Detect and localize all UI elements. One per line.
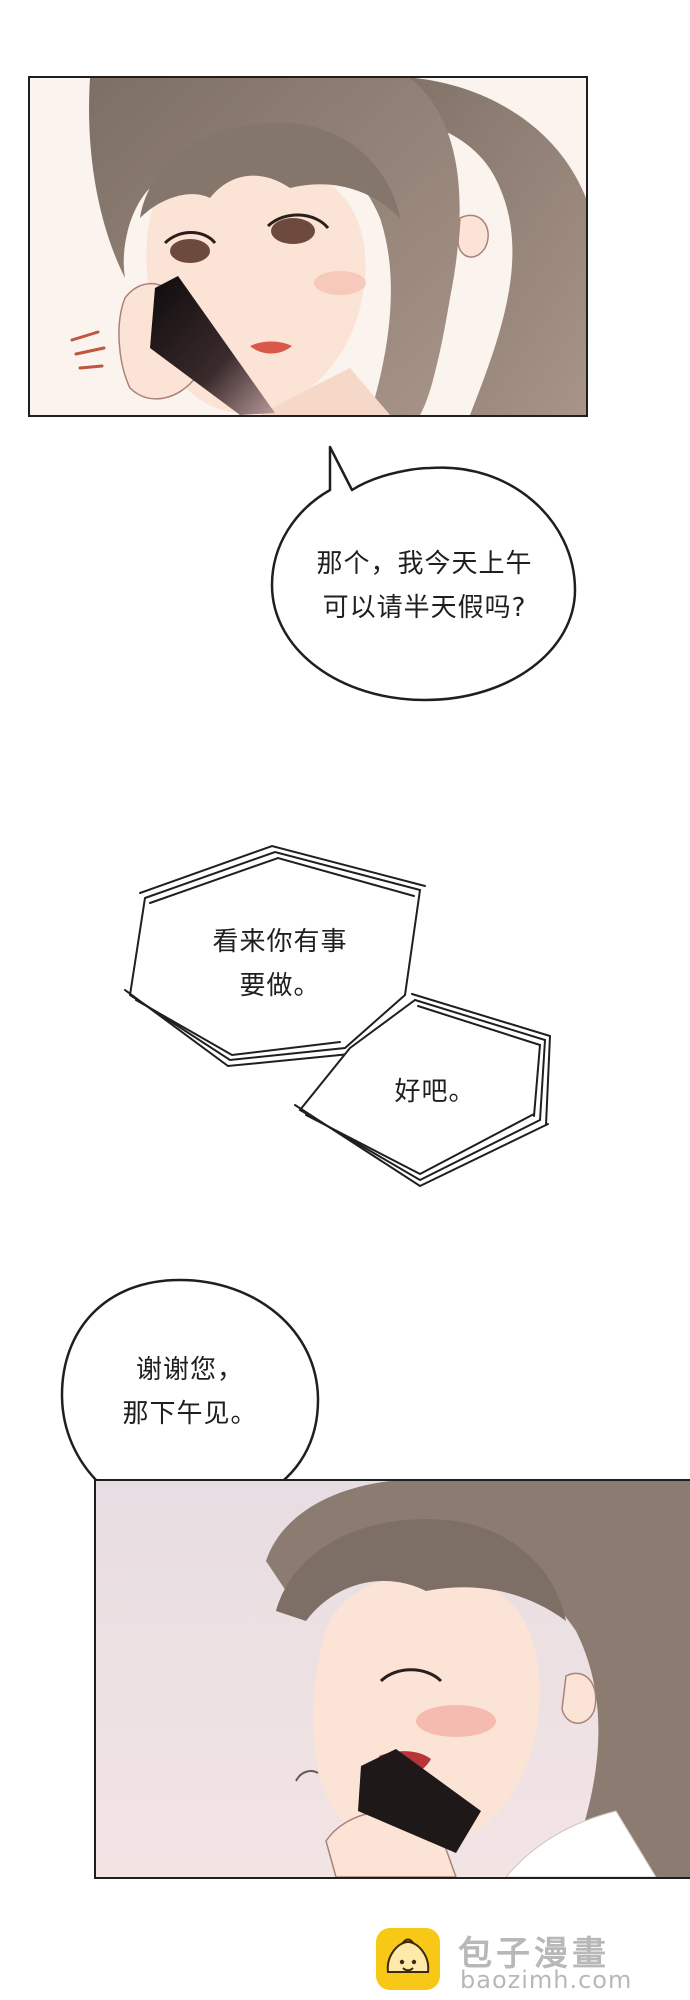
motion-mark-icon xyxy=(295,1770,319,1782)
watermark-url: baozimh.com xyxy=(460,1966,633,1994)
hex-bubbles xyxy=(124,844,552,1188)
speech-bubble-request xyxy=(270,445,577,702)
bun-logo-icon xyxy=(376,1928,440,1990)
hair-back xyxy=(360,78,586,415)
watermark-title: 包子漫畫 xyxy=(458,1934,610,1974)
neck xyxy=(260,368,390,415)
speech-text-thanks: 谢谢您， 那下午见。 xyxy=(122,1355,258,1429)
left-eye xyxy=(170,239,210,263)
panel-illustration-2 xyxy=(96,1481,690,1877)
closed-eye xyxy=(379,1668,443,1683)
speech-text-request: 那个，我今天上午 可以请半天假吗? xyxy=(316,549,533,623)
comic-panel-woman-on-phone xyxy=(28,76,588,417)
hex-text-reply-2: 好吧。 xyxy=(394,1077,476,1107)
panel-illustration-1 xyxy=(30,78,586,415)
hex-bubble-reply-2 xyxy=(298,998,547,1182)
hex-text-reply-1: 看来你有事 要做。 xyxy=(212,927,348,1001)
mouth xyxy=(250,341,292,354)
comic-panel-woman-smiling xyxy=(94,1479,690,1879)
phone-icon xyxy=(150,276,275,415)
phone-icon xyxy=(358,1749,481,1853)
watermark: 包子漫畫 baozimh.com xyxy=(376,1928,676,1994)
hair xyxy=(266,1481,690,1877)
speech-bubble-thanks xyxy=(60,1278,320,1545)
right-eye xyxy=(271,218,315,244)
bangs xyxy=(140,122,400,218)
motion-lines-icon xyxy=(70,330,106,370)
